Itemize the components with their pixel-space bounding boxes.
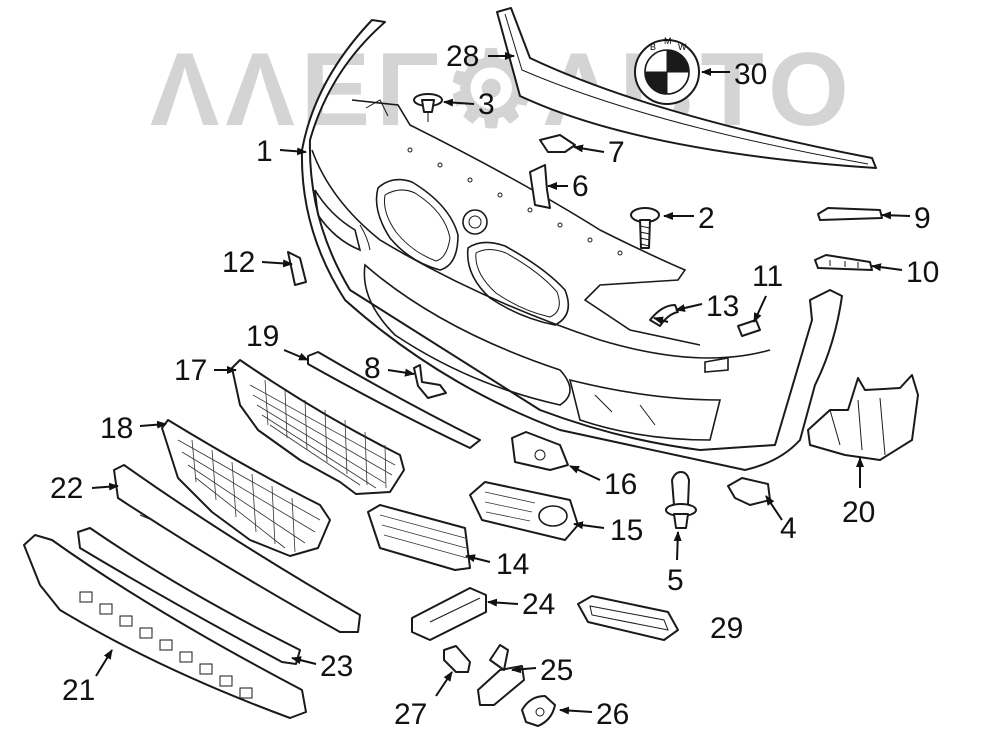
- part-19-strip: [307, 351, 481, 449]
- part-9-reflector: [817, 207, 883, 221]
- part-4-clip: [727, 477, 771, 506]
- callout-13: 13: [706, 290, 739, 323]
- part-8-bracket: [413, 364, 447, 399]
- callout-24: 24: [522, 588, 555, 621]
- part-1-bumper-cover: [300, 19, 843, 471]
- callout-7: 7: [608, 136, 625, 169]
- part-28-upper-trim-strip: [496, 7, 877, 169]
- callout-15: 15: [610, 514, 643, 547]
- callout-11: 11: [752, 260, 783, 293]
- callout-14: 14: [496, 548, 529, 581]
- part-3-screw: [413, 93, 443, 122]
- part-30-emblem: B M W: [634, 36, 700, 105]
- part-2-bolt: [630, 207, 660, 249]
- callout-22: 22: [50, 472, 83, 505]
- part-14-air-duct: [367, 504, 471, 571]
- callout-3: 3: [478, 88, 495, 121]
- part-15-fog-grille: [469, 481, 579, 541]
- part-7-bracket: [539, 134, 576, 153]
- callout-23: 23: [320, 650, 353, 683]
- callout-labels: 1 2 3 4 5 6 7 8 9 10 11 12 13 14 15 16 1…: [50, 40, 939, 731]
- part-11-cap: [737, 319, 761, 337]
- part-20-side-bracket: [807, 374, 919, 461]
- part-13-guide: [649, 304, 679, 327]
- part-27-clip: [443, 645, 471, 673]
- part-6-bracket: [529, 164, 551, 209]
- callout-9: 9: [914, 202, 931, 235]
- part-17-upper-grille: [231, 359, 405, 495]
- part-16-bracket: [511, 431, 569, 471]
- part-21-absorber: [23, 534, 307, 719]
- callout-6: 6: [572, 170, 589, 203]
- callout-20: 20: [842, 496, 875, 529]
- part-18-lower-grille: [161, 419, 331, 557]
- callout-16: 16: [604, 468, 637, 501]
- emblem-letter-m: M: [664, 36, 672, 46]
- callout-1: 1: [256, 135, 273, 168]
- part-24-bracket: [411, 587, 487, 641]
- callout-5: 5: [667, 564, 684, 597]
- callout-26: 26: [596, 698, 629, 731]
- callout-27: 27: [394, 698, 427, 731]
- callout-19: 19: [246, 320, 279, 353]
- emblem-letter-w: W: [678, 42, 687, 52]
- part-29-trim-frame: [577, 595, 679, 641]
- callout-4: 4: [780, 512, 797, 545]
- callout-8: 8: [364, 352, 381, 385]
- callout-30: 30: [734, 58, 767, 91]
- callout-21: 21: [62, 674, 95, 707]
- part-22-lower-strip: [113, 464, 361, 633]
- emblem-letter-b: B: [650, 42, 656, 52]
- part-10-reflector: [814, 254, 873, 271]
- part-5-clip: [665, 471, 697, 529]
- callout-29: 29: [710, 612, 743, 645]
- callout-17: 17: [174, 354, 207, 387]
- callout-28: 28: [446, 40, 479, 73]
- leader-arrows: [91, 52, 911, 715]
- callout-18: 18: [100, 412, 133, 445]
- callout-2: 2: [698, 202, 715, 235]
- part-26-cap: [521, 695, 556, 727]
- part-25-bracket: [477, 644, 525, 706]
- callout-25: 25: [540, 654, 573, 687]
- part-12-cap: [287, 251, 307, 286]
- callout-10: 10: [906, 256, 939, 289]
- callout-12: 12: [222, 246, 255, 279]
